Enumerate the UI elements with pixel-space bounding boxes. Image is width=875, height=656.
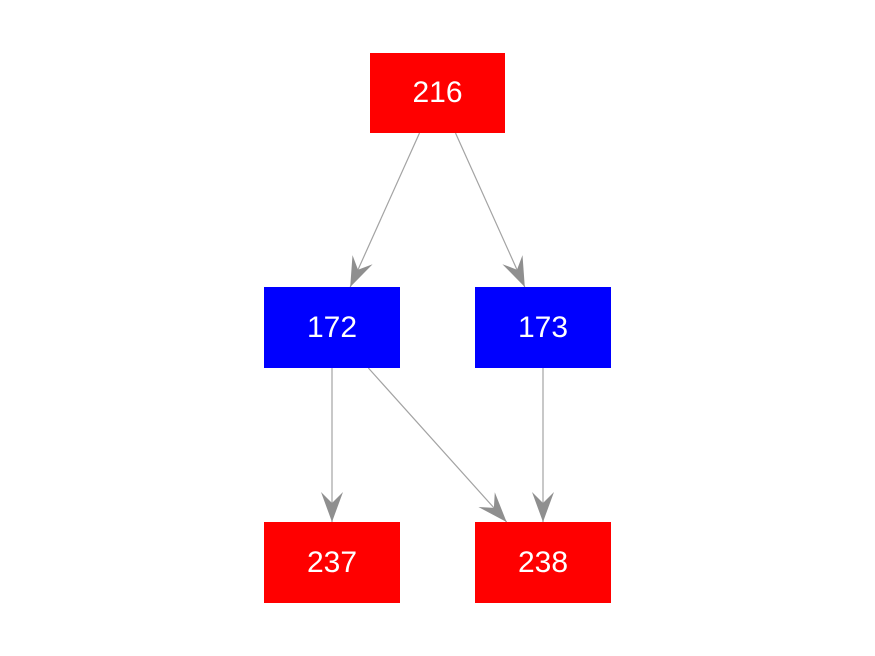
edge-216-173 bbox=[454, 132, 526, 288]
edge-216-172 bbox=[349, 132, 421, 288]
arrowhead-icon bbox=[502, 255, 525, 287]
graph-node-216: 216 bbox=[370, 53, 505, 133]
graph-node-label: 172 bbox=[306, 310, 358, 344]
arrowhead-icon bbox=[321, 492, 343, 522]
graph-node-label: 216 bbox=[412, 76, 463, 109]
graph-node-label: 237 bbox=[306, 545, 358, 579]
graph-node-237: 237 bbox=[264, 522, 400, 603]
graph-node-238: 238 bbox=[475, 522, 611, 603]
arrowhead-icon bbox=[350, 255, 373, 287]
graph-node-173: 173 bbox=[475, 287, 611, 368]
graph-node-label: 238 bbox=[517, 545, 569, 579]
arrowhead-icon bbox=[532, 492, 554, 522]
arrowhead-icon bbox=[478, 492, 507, 522]
edge-172-238 bbox=[367, 367, 508, 523]
graph-node-label: 173 bbox=[517, 310, 569, 344]
graph-node-172: 172 bbox=[264, 287, 400, 368]
